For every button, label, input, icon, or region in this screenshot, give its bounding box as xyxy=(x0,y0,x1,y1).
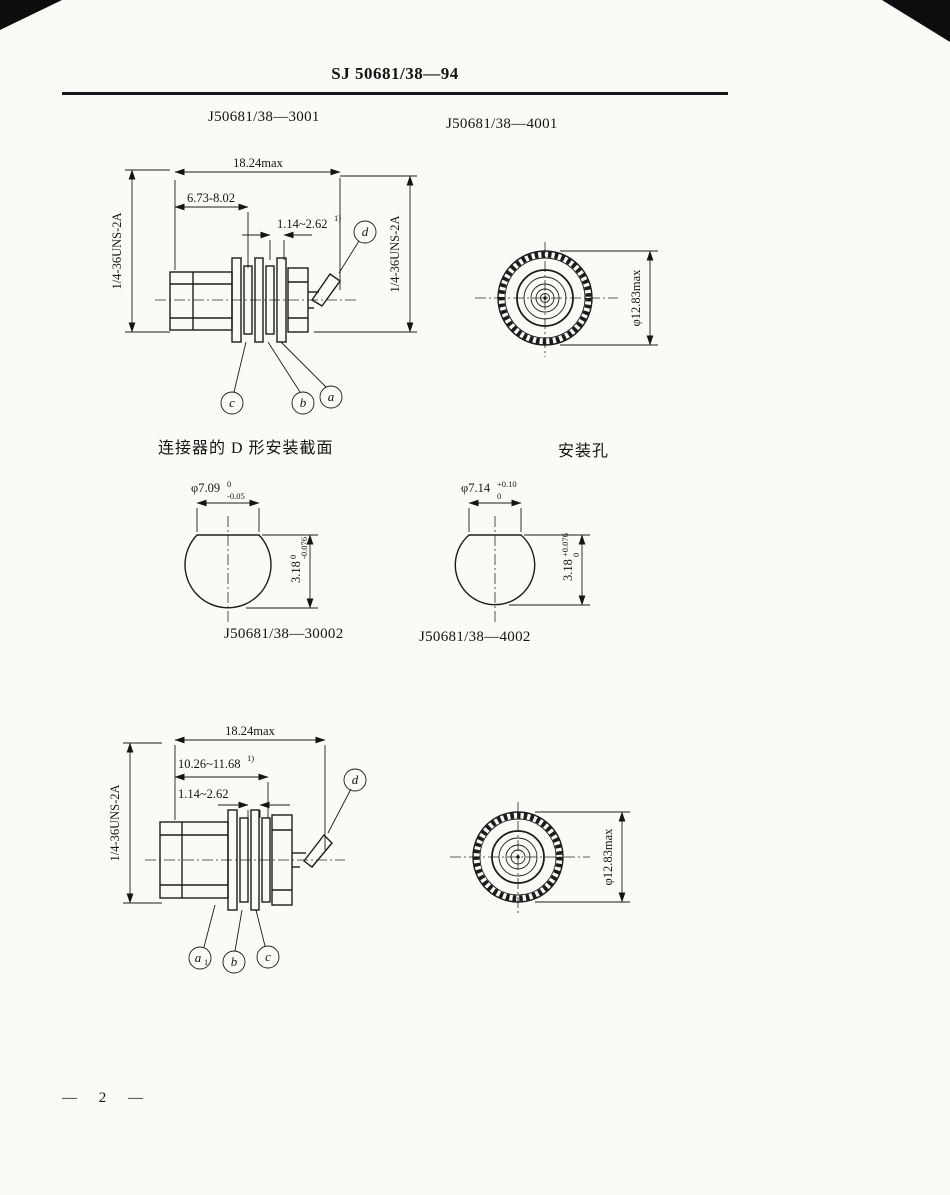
dim-overall: 18.24max xyxy=(174,156,341,290)
thread-spec-left: 1/4-36UNS-2A xyxy=(108,784,122,861)
dim-mid-note: 1) xyxy=(247,753,254,763)
scan-corner-mark-left xyxy=(0,0,62,30)
dim-gap-label: 1.14~2.62 xyxy=(277,217,328,231)
connector-body xyxy=(169,257,341,343)
thread-callout-right: 1/4-36UNS-2A xyxy=(314,175,417,333)
drawing-3001-side-view: 18.24max 6.73-8.02 1.14~2.62 1) 1/4-36UN… xyxy=(110,156,417,415)
dia-sup: +0.10 xyxy=(497,479,517,489)
thread-callout-left: 1/4-36UNS-2A xyxy=(110,169,170,333)
dim-mid: 10.26~11.68 1) xyxy=(174,753,269,818)
callout-d-label: d xyxy=(362,224,369,239)
mount-hole-shape xyxy=(454,534,536,606)
dim-overall-label: 18.24max xyxy=(225,724,275,738)
thread-spec-right: 1/4-36UNS-2A xyxy=(388,215,402,292)
caption-d-section: 连接器的 D 形安装截面 xyxy=(158,440,334,457)
dim-diameter: φ12.83max xyxy=(560,250,658,346)
standard-number-header: SJ 50681/38—94 xyxy=(331,64,459,83)
callout-b-label: b xyxy=(231,954,238,969)
mount-hole-drawing: φ7.14 +0.10 0 3.18 +0.076 0 xyxy=(454,479,590,624)
dia-sup: 0 xyxy=(227,479,231,489)
dim-diameter: φ7.09 0 -0.05 xyxy=(191,479,260,532)
dim-gap-note: 1) xyxy=(334,213,341,223)
dim-overall-label: 18.24max xyxy=(233,156,283,170)
callout-b-label: b xyxy=(300,395,307,410)
callout-a: a xyxy=(280,341,343,409)
d-section-drawing: φ7.09 0 -0.05 3.18 0 -0.076 xyxy=(184,479,318,624)
dia-sub: -0.05 xyxy=(227,491,245,501)
dim-diameter-label: φ12.83max xyxy=(629,269,643,327)
dia-label: φ7.14 xyxy=(461,481,491,495)
contact-tab xyxy=(303,833,333,868)
part-label-3001: J50681/38—3001 xyxy=(208,109,320,125)
dim-diameter: φ12.83max xyxy=(535,811,630,903)
callout-a1: a 1 xyxy=(188,904,216,970)
dim-body-label: 6.73-8.02 xyxy=(187,191,235,205)
dia-sub: 0 xyxy=(497,491,501,501)
scan-corner-mark-right xyxy=(882,0,950,42)
thread-spec-left: 1/4-36UNS-2A xyxy=(110,212,124,289)
height-label: 3.18 xyxy=(289,561,303,583)
header-rule xyxy=(62,92,728,95)
drawing-4002-front-view: φ12.83max xyxy=(450,802,630,914)
dim-height: 3.18 0 -0.076 xyxy=(246,534,318,609)
dim-gap: 1.14~2.62 xyxy=(178,787,290,818)
height-sup: +0.076 xyxy=(560,533,570,557)
thread-callout-left: 1/4-36UNS-2A xyxy=(108,742,162,904)
callout-a-label: a xyxy=(328,389,335,404)
center-pin xyxy=(516,855,520,859)
height-sub: 0 xyxy=(571,553,581,557)
part-label-4002: J50681/38—4002 xyxy=(419,629,531,645)
callout-c-label: c xyxy=(265,949,271,964)
dia-label: φ7.09 xyxy=(191,481,220,495)
dim-gap: 1.14~2.62 1) xyxy=(242,213,341,260)
dim-height: 3.18 +0.076 0 xyxy=(509,533,590,606)
connector-front-circles xyxy=(497,250,593,346)
dim-mid-label: 10.26~11.68 xyxy=(178,757,241,771)
callout-d-label: d xyxy=(352,772,359,787)
connector-body xyxy=(159,809,333,911)
part-label-30002: J50681/38—30002 xyxy=(224,626,344,642)
center-pin xyxy=(543,296,547,300)
part-label-4001: J50681/38—4001 xyxy=(446,116,558,132)
drawing-4001-front-view: φ12.83max xyxy=(475,242,658,357)
callout-d: d xyxy=(338,220,377,274)
height-sub: -0.076 xyxy=(299,537,309,559)
contact-tab xyxy=(310,273,341,307)
callout-a1-label: a xyxy=(195,950,202,965)
callout-c: c xyxy=(220,341,247,415)
dim-gap-label: 1.14~2.62 xyxy=(178,787,229,801)
callout-b: b xyxy=(222,909,246,974)
dim-overall: 18.24max xyxy=(174,724,326,850)
page-number: — 2 — xyxy=(62,1090,143,1106)
dim-diameter: φ7.14 +0.10 0 xyxy=(461,479,522,532)
connector-front-circles xyxy=(472,811,564,903)
callout-c: c xyxy=(255,909,280,969)
drawing-30002-side-view: 18.24max 10.26~11.68 1) 1.14~2.62 1/4-36… xyxy=(108,724,367,974)
callout-d: d xyxy=(327,768,367,834)
callout-b: b xyxy=(267,341,315,415)
caption-mount-hole: 安装孔 xyxy=(558,443,610,460)
dim-body: 6.73-8.02 xyxy=(174,191,249,268)
height-label: 3.18 xyxy=(561,559,575,581)
callout-a1-sub: 1 xyxy=(204,957,208,967)
d-section-shape xyxy=(184,534,272,609)
dim-diameter-label: φ12.83max xyxy=(601,828,615,886)
height-sup: 0 xyxy=(288,555,298,559)
callout-c-label: c xyxy=(229,395,235,410)
